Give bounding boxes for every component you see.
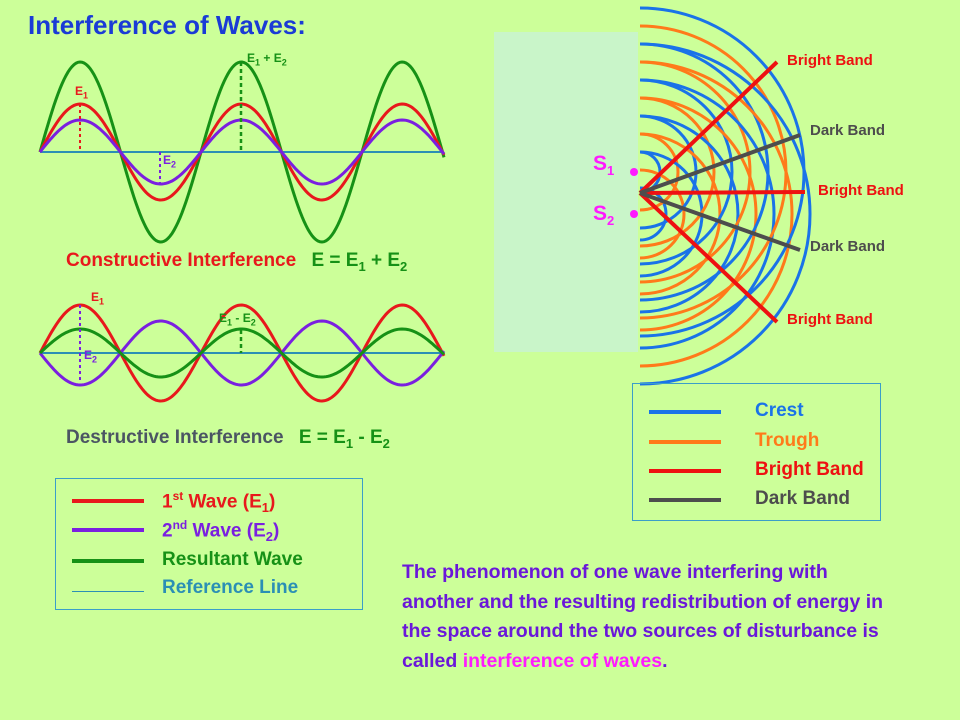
bright-band-label-top: Bright Band bbox=[787, 52, 873, 69]
bright-band-swatch bbox=[649, 469, 721, 473]
destructive-wave-2 bbox=[38, 319, 446, 387]
trough-arc bbox=[639, 96, 716, 248]
bright-band-line-center bbox=[639, 190, 806, 195]
crest-arc bbox=[639, 114, 740, 314]
trough-arc bbox=[639, 132, 722, 296]
crest-arc bbox=[639, 78, 734, 266]
description-paragraph: The phenomenon of one wave interfering w… bbox=[402, 561, 884, 672]
bright-band-line-top bbox=[638, 60, 779, 195]
bright-band-label-center: Bright Band bbox=[818, 182, 904, 199]
pattern-legend: Crest Trough Bright Band Dark Band bbox=[632, 383, 881, 521]
source-s2-label: S2 bbox=[593, 202, 615, 229]
dark-band-label-lower: Dark Band bbox=[810, 238, 886, 255]
constructive-sum-label: E1 + E2 bbox=[247, 51, 287, 68]
bright-band-label-bottom: Bright Band bbox=[787, 311, 873, 328]
trough-arc bbox=[639, 60, 794, 368]
page-title: Interference of Waves: bbox=[28, 10, 306, 40]
destructive-wave-1 bbox=[38, 303, 446, 403]
dark-band-label-upper: Dark Band bbox=[810, 122, 886, 139]
source-s2-dot bbox=[630, 210, 638, 218]
trough-swatch bbox=[649, 440, 721, 444]
trough-arc bbox=[639, 96, 758, 332]
crest-arc bbox=[639, 42, 812, 386]
dark-band-swatch bbox=[649, 498, 721, 502]
bright-band-line-bottom bbox=[638, 191, 779, 324]
reference-line-swatch bbox=[72, 591, 144, 592]
destructive-waves bbox=[38, 303, 446, 403]
constructive-waves bbox=[38, 60, 446, 244]
constructive-e1-label: E1 bbox=[75, 84, 89, 101]
interference-pattern bbox=[630, 6, 812, 386]
wave-legend: 1st Wave (E1) 2nd Wave (E2) Resultant Wa… bbox=[55, 478, 363, 610]
dark-band-line-lower bbox=[639, 191, 801, 252]
source-s1-dot bbox=[630, 168, 638, 176]
resultant-wave-swatch bbox=[72, 559, 144, 563]
first-wave-swatch bbox=[72, 499, 144, 503]
destructive-resultant-wave bbox=[38, 327, 446, 379]
dark-band-line-upper bbox=[639, 133, 801, 195]
destructive-caption: Destructive Interference E = E1 - E2 bbox=[66, 427, 390, 451]
trough-arc bbox=[639, 60, 752, 284]
crest-swatch bbox=[649, 410, 721, 414]
destructive-e1-label: E1 bbox=[91, 290, 105, 307]
second-wave-swatch bbox=[72, 528, 144, 532]
crest-arc bbox=[639, 78, 776, 350]
destructive-e2-label: E2 bbox=[84, 348, 98, 365]
constructive-e2-label: E2 bbox=[163, 153, 177, 170]
source-s1-label: S1 bbox=[593, 152, 615, 179]
pattern-panel bbox=[494, 32, 638, 352]
destructive-diff-label: E1 - E2 bbox=[219, 311, 256, 328]
constructive-caption: Constructive Interference E = E1 + E2 bbox=[66, 250, 408, 274]
